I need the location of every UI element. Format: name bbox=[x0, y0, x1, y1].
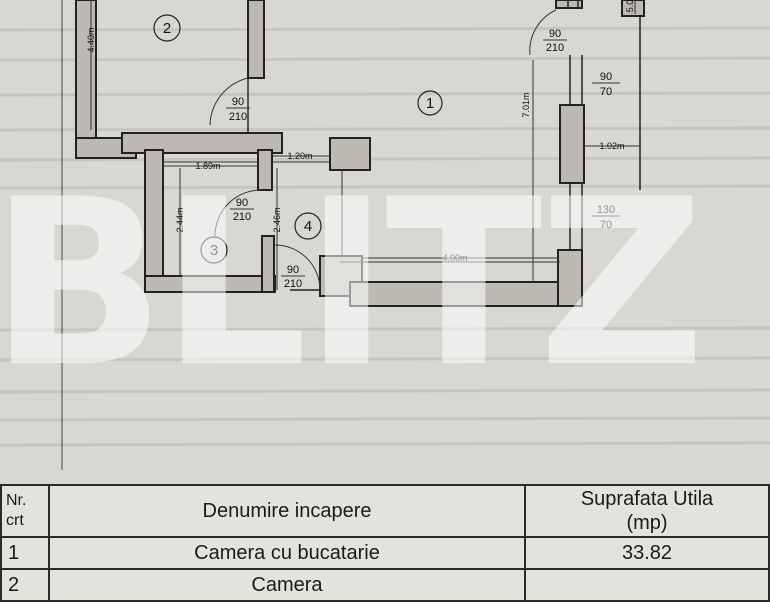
row-room-name: Camera cu bucatarie bbox=[48, 536, 526, 570]
room-marker-2: 2 bbox=[153, 14, 181, 42]
svg-text:90: 90 bbox=[549, 28, 561, 40]
svg-text:2: 2 bbox=[163, 20, 171, 37]
room-marker-3: 3 bbox=[200, 236, 228, 264]
svg-text:90: 90 bbox=[600, 71, 612, 83]
svg-text:210: 210 bbox=[284, 278, 302, 290]
wall-bath-right bbox=[257, 149, 273, 191]
door-label-room2: 90 210 bbox=[226, 96, 250, 123]
svg-text:7.01m: 7.01m bbox=[521, 92, 531, 117]
svg-text:70: 70 bbox=[600, 86, 612, 98]
room-marker-1: 1 bbox=[417, 90, 443, 116]
row-nr: 2 bbox=[0, 568, 50, 602]
wall-bath-bottom bbox=[144, 275, 276, 293]
wall-center-top bbox=[121, 132, 283, 154]
wall-right-outer bbox=[621, 0, 645, 17]
svg-text:1.02m: 1.02m bbox=[599, 141, 624, 151]
wall-room2-right bbox=[247, 0, 265, 79]
svg-text:5.0: 5.0 bbox=[625, 0, 635, 12]
wall-main-right-low bbox=[557, 249, 583, 307]
svg-text:210: 210 bbox=[229, 111, 247, 123]
wall-main-bottom bbox=[349, 281, 583, 307]
wall-bath-left bbox=[144, 149, 164, 291]
svg-text:90: 90 bbox=[232, 96, 244, 108]
rooms-table: Nr. crt Denumire incapere Suprafata Util… bbox=[0, 484, 770, 602]
svg-text:1: 1 bbox=[426, 95, 434, 112]
svg-text:90: 90 bbox=[236, 197, 248, 209]
svg-text:70: 70 bbox=[600, 219, 612, 231]
window-label-bottom: 130 70 bbox=[592, 204, 620, 231]
svg-text:3: 3 bbox=[210, 242, 218, 259]
room-marker-4: 4 bbox=[294, 212, 322, 240]
svg-text:1.20m: 1.20m bbox=[287, 151, 312, 161]
door-label-hall: 90 210 bbox=[281, 264, 305, 290]
door-label-bath: 90 210 bbox=[230, 197, 254, 223]
room-markers: 1 2 3 4 bbox=[153, 14, 443, 264]
row-room-name: Camera bbox=[48, 568, 526, 602]
svg-text:1.89m: 1.89m bbox=[195, 161, 220, 171]
wall-main-right-top bbox=[555, 0, 583, 9]
table-header-row: Nr. crt Denumire incapere Suprafata Util… bbox=[0, 484, 770, 538]
svg-text:2.46m: 2.46m bbox=[272, 207, 282, 232]
svg-text:130: 130 bbox=[597, 204, 615, 216]
svg-text:4.40m: 4.40m bbox=[86, 27, 96, 52]
svg-text:2.44m: 2.44m bbox=[175, 207, 185, 232]
svg-text:4: 4 bbox=[304, 218, 312, 235]
wall-main-right-pillar bbox=[559, 104, 585, 184]
svg-text:90: 90 bbox=[287, 264, 299, 276]
window-label-top: 90 70 bbox=[592, 71, 620, 98]
window-labels: 90 70 130 70 bbox=[592, 71, 620, 231]
door-label-main: 90 210 bbox=[543, 28, 567, 54]
paper-background-lines bbox=[0, 26, 770, 447]
wall-room2-left bbox=[75, 0, 97, 159]
door-swings bbox=[209, 9, 557, 291]
svg-text:210: 210 bbox=[233, 211, 251, 223]
wall-bath-right-low bbox=[261, 235, 275, 293]
walls bbox=[75, 0, 645, 307]
table-row: 1 Camera cu bucatarie 33.82 bbox=[0, 536, 770, 570]
wall-hall-pillar bbox=[329, 137, 371, 171]
floor-plan: 1 2 3 4 90 210 90 210 90 210 bbox=[0, 0, 770, 470]
row-area: 33.82 bbox=[524, 536, 770, 570]
header-room-name: Denumire incapere bbox=[48, 484, 526, 538]
table-row: 2 Camera bbox=[0, 568, 770, 602]
door-labels: 90 210 90 210 90 210 90 210 bbox=[226, 28, 567, 290]
header-usable-area: Suprafata Utila (mp) bbox=[524, 484, 770, 538]
header-nr-crt: Nr. crt bbox=[0, 484, 50, 538]
row-nr: 1 bbox=[0, 536, 50, 570]
svg-text:4.00m: 4.00m bbox=[442, 253, 467, 263]
dimension-lines bbox=[90, 0, 640, 290]
dimension-texts: 4.40m 1.89m 1.20m 2.44m 2.46m 4.00m 7.01… bbox=[86, 0, 635, 263]
row-area bbox=[524, 568, 770, 602]
svg-text:210: 210 bbox=[546, 42, 564, 54]
